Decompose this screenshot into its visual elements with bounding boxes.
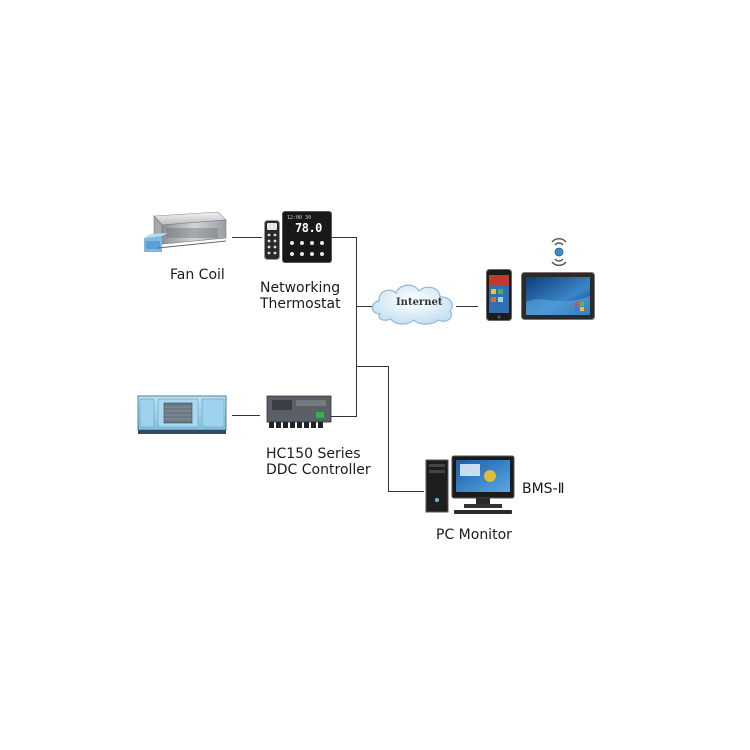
bms-label: BMS-Ⅱ xyxy=(522,481,565,497)
wire-vertical-bus xyxy=(356,237,357,417)
tablet-image xyxy=(521,272,595,320)
thermostat-label-line1: Networking xyxy=(260,280,341,296)
thermostat-remote-image xyxy=(264,220,280,260)
wire-bus-cloud xyxy=(356,306,374,307)
internet-label: Internet xyxy=(396,297,443,308)
thermostat-device: 12:00 30 78.0 xyxy=(282,211,332,263)
pc-workstation-image xyxy=(425,455,515,514)
fan-coil-unit-image xyxy=(144,211,227,252)
air-handling-unit-image xyxy=(137,395,227,434)
thermostat-temperature-reading: 78.0 xyxy=(295,221,322,235)
wire-thermostat-bus xyxy=(330,237,357,238)
thermostat-status-line: 12:00 30 xyxy=(287,215,312,221)
wireless-signal-icon xyxy=(551,238,567,266)
ddc-controller-image xyxy=(266,395,332,428)
wire-cloud-mobile xyxy=(456,306,478,307)
smartphone-image xyxy=(486,269,512,321)
controller-label-line2: DDC Controller xyxy=(266,462,371,478)
wire-ahu-controller xyxy=(232,415,260,416)
wire-controller-bus xyxy=(330,416,357,417)
wire-bus-branch xyxy=(356,366,389,367)
wire-branch-vertical xyxy=(388,366,389,492)
controller-label-line1: HC150 Series xyxy=(266,446,361,462)
wire-fancoil-thermostat xyxy=(232,237,262,238)
wire-branch-pc xyxy=(388,491,424,492)
fan-coil-label: Fan Coil xyxy=(170,267,225,283)
thermostat-label-line2: Thermostat xyxy=(260,296,341,312)
internet-cloud-icon xyxy=(371,284,453,325)
pc-monitor-label: PC Monitor xyxy=(436,527,512,543)
thermostat-buttons-icon xyxy=(290,241,324,256)
